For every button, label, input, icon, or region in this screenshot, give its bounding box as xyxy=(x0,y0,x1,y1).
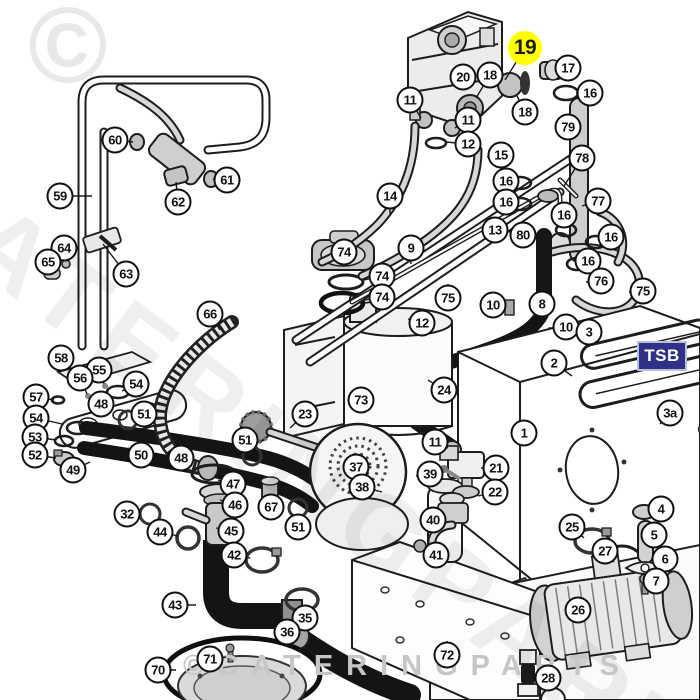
callout-39: 39 xyxy=(416,460,444,488)
callout-62: 62 xyxy=(164,188,192,216)
callout-24: 24 xyxy=(430,376,458,404)
callout-80: 80 xyxy=(509,221,537,249)
callout-23: 23 xyxy=(291,400,319,428)
callout-16: 16 xyxy=(597,223,625,251)
callout-64: 64 xyxy=(50,234,78,262)
callout-77: 77 xyxy=(584,187,612,215)
callout-11: 11 xyxy=(454,106,482,134)
callout-41: 41 xyxy=(422,541,450,569)
callout-20: 20 xyxy=(449,63,477,91)
callout-78: 78 xyxy=(568,144,596,172)
callout-75: 75 xyxy=(434,284,462,312)
callout-63: 63 xyxy=(112,260,140,288)
callout-65: 65 xyxy=(34,248,62,276)
callout-7: 7 xyxy=(642,567,670,595)
callout-47: 47 xyxy=(219,470,247,498)
callout-22: 22 xyxy=(481,478,509,506)
callout-74: 74 xyxy=(368,283,396,311)
callout-11: 11 xyxy=(396,86,424,114)
callout-3a: 3a xyxy=(656,399,684,427)
callout-70: 70 xyxy=(144,656,172,684)
callout-67: 67 xyxy=(257,493,285,521)
callout-72: 72 xyxy=(433,641,461,669)
callout-42: 42 xyxy=(220,541,248,569)
callout-60: 60 xyxy=(101,126,129,154)
callout-18: 18 xyxy=(476,61,504,89)
callout-14: 14 xyxy=(376,182,404,210)
callout-32: 32 xyxy=(113,500,141,528)
callout-12: 12 xyxy=(408,309,436,337)
callout-43: 43 xyxy=(161,591,189,619)
callout-73: 73 xyxy=(347,386,375,414)
callout-51: 51 xyxy=(284,513,312,541)
drain-and-lid xyxy=(117,409,421,700)
callout-38: 38 xyxy=(348,473,376,501)
callout-16: 16 xyxy=(574,247,602,275)
callout-15: 15 xyxy=(487,141,515,169)
callout-71: 71 xyxy=(196,645,224,673)
callout-46: 46 xyxy=(221,491,249,519)
callout-8: 8 xyxy=(528,290,556,318)
callout-45: 45 xyxy=(217,517,245,545)
tsb-badge: TSB xyxy=(637,341,687,371)
callout-17: 17 xyxy=(554,54,582,82)
callout-49: 49 xyxy=(59,456,87,484)
callout-10: 10 xyxy=(479,291,507,319)
callout-18: 18 xyxy=(511,98,539,126)
callout-3: 3 xyxy=(575,318,603,346)
callout-16: 16 xyxy=(576,79,604,107)
callout-51: 51 xyxy=(130,400,158,428)
callout-56: 56 xyxy=(66,364,94,392)
callout-50: 50 xyxy=(127,441,155,469)
callout-11: 11 xyxy=(421,428,449,456)
callout-27: 27 xyxy=(591,537,619,565)
callout-79: 79 xyxy=(554,113,582,141)
callout-54: 54 xyxy=(122,370,150,398)
callout-66: 66 xyxy=(196,300,224,328)
callout-9: 9 xyxy=(397,234,425,262)
callout-44: 44 xyxy=(146,518,174,546)
callout-28: 28 xyxy=(534,664,562,692)
callout-59: 59 xyxy=(46,182,74,210)
callout-12: 12 xyxy=(454,130,482,158)
callout-40: 40 xyxy=(419,506,447,534)
callout-16: 16 xyxy=(492,188,520,216)
callout-48: 48 xyxy=(167,444,195,472)
callout-16: 16 xyxy=(550,201,578,229)
callout-19-highlighted: 19 xyxy=(508,31,542,65)
callout-52: 52 xyxy=(21,441,49,469)
callout-21: 21 xyxy=(482,454,510,482)
callout-61: 61 xyxy=(213,166,241,194)
callout-13: 13 xyxy=(481,216,509,244)
callout-51: 51 xyxy=(231,426,259,454)
callout-36: 36 xyxy=(273,618,301,646)
callout-76: 76 xyxy=(587,267,615,295)
callout-2: 2 xyxy=(540,349,568,377)
callout-4: 4 xyxy=(647,495,675,523)
callout-26: 26 xyxy=(564,596,592,624)
callout-74: 74 xyxy=(330,238,358,266)
callout-75: 75 xyxy=(629,277,657,305)
callout-5: 5 xyxy=(640,521,668,549)
callout-1: 1 xyxy=(510,419,538,447)
callout-48: 48 xyxy=(87,390,115,418)
callout-25: 25 xyxy=(558,513,586,541)
